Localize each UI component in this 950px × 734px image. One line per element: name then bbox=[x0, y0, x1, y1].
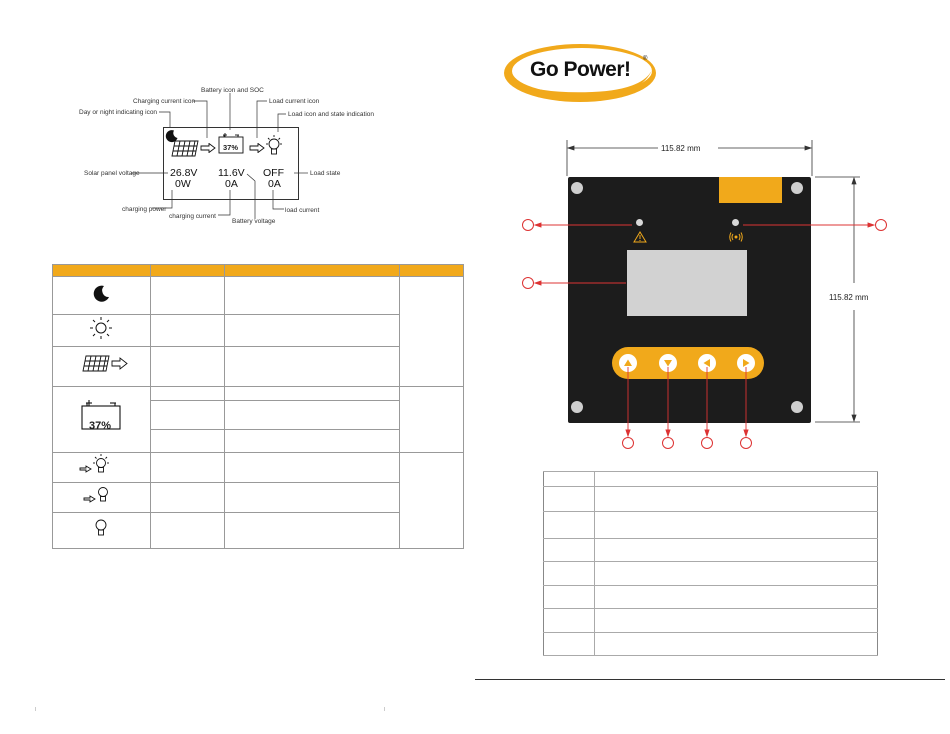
width-dimension-line bbox=[566, 140, 813, 176]
battery-icon bbox=[81, 400, 121, 430]
load-off-arrow-icon bbox=[83, 487, 108, 503]
comm-led bbox=[732, 219, 739, 226]
label-charging-current-icon: Charging current icon bbox=[133, 98, 196, 105]
table-row bbox=[543, 471, 878, 487]
lcd-soc: 37% bbox=[223, 143, 239, 152]
table-cell-icon: 37% bbox=[52, 386, 151, 453]
arrow-right-icon bbox=[743, 359, 750, 367]
fault-led bbox=[636, 219, 643, 226]
table-row bbox=[543, 608, 878, 633]
label-load-current: load current bbox=[285, 207, 320, 214]
arrow-up-icon bbox=[624, 359, 632, 366]
table-cell-icon bbox=[52, 346, 151, 387]
lcd-battery-voltage: 11.6V bbox=[218, 167, 245, 179]
table-row bbox=[52, 314, 464, 347]
table-row bbox=[543, 538, 878, 562]
table-row bbox=[52, 346, 464, 387]
load-on-icon bbox=[79, 454, 109, 473]
logo-registered-mark: ® bbox=[643, 56, 648, 62]
callout-circle bbox=[701, 437, 713, 449]
table-row bbox=[52, 452, 464, 549]
callout-circle bbox=[740, 437, 752, 449]
arrow-down-icon bbox=[664, 360, 672, 367]
table-row bbox=[543, 511, 878, 539]
table-cell-icon bbox=[52, 482, 151, 513]
load-arrow-icon bbox=[249, 143, 265, 153]
table-row bbox=[543, 486, 878, 512]
go-power-logo bbox=[504, 44, 656, 102]
sun-icon bbox=[90, 317, 112, 339]
screw-hole bbox=[571, 401, 583, 413]
bulb-off-icon bbox=[95, 519, 107, 536]
table-header-row bbox=[52, 264, 464, 277]
icon-description-table: 37% bbox=[52, 264, 464, 549]
callout-circle bbox=[662, 437, 674, 449]
label-battery-voltage: Battery voltage bbox=[232, 218, 276, 225]
lcd-load-current: 0A bbox=[268, 178, 281, 190]
table-row bbox=[543, 561, 878, 586]
solar-panel-icon bbox=[171, 140, 199, 157]
table-cell-icon bbox=[52, 512, 151, 549]
table-row bbox=[52, 276, 464, 387]
page-mark bbox=[384, 707, 385, 711]
label-day-night-icon: Day or night indicating icon bbox=[79, 109, 158, 116]
label-battery-icon-soc: Battery icon and SOC bbox=[201, 87, 264, 94]
lcd-pv-voltage: 26.8V bbox=[170, 167, 198, 179]
moon-icon bbox=[93, 285, 109, 302]
lcd-charge-current: 0A bbox=[225, 178, 238, 190]
top-terminal-tab bbox=[719, 177, 782, 203]
table-cell-icon bbox=[52, 276, 151, 315]
label-charging-current: charging current bbox=[169, 213, 216, 220]
lcd-load-state: OFF bbox=[263, 167, 284, 179]
diagram-leader-lines bbox=[131, 93, 308, 219]
screw-hole bbox=[791, 401, 803, 413]
arrow-left-icon bbox=[703, 359, 710, 367]
table-battery-soc: 37% bbox=[89, 420, 112, 432]
callout-circle bbox=[522, 277, 534, 289]
warning-icon bbox=[633, 231, 647, 243]
label-load-state: Load state bbox=[310, 170, 341, 177]
footer-rule bbox=[475, 679, 945, 680]
solar-charging-icon bbox=[82, 355, 128, 372]
callout-circle bbox=[622, 437, 634, 449]
table-row: 37% bbox=[52, 386, 464, 453]
battery-icon bbox=[218, 133, 244, 154]
lcd-pv-power: 0W bbox=[175, 178, 191, 190]
table-row bbox=[52, 512, 464, 549]
component-table bbox=[543, 471, 878, 656]
table-cell-icon bbox=[52, 314, 151, 347]
page-mark bbox=[35, 707, 36, 711]
label-charging-power: charging power bbox=[122, 206, 167, 213]
callout-circle bbox=[875, 219, 887, 231]
callout-leader-lines bbox=[533, 222, 876, 438]
screw-hole bbox=[571, 182, 583, 194]
table-row bbox=[543, 632, 878, 656]
table-row bbox=[543, 585, 878, 609]
width-dimension-label: 115.82 mm bbox=[661, 144, 701, 153]
lcd-illustration bbox=[163, 127, 299, 200]
wireless-icon bbox=[729, 232, 743, 242]
lcd-screen bbox=[627, 250, 747, 316]
screw-hole bbox=[791, 182, 803, 194]
logo-text: Go Power! bbox=[530, 58, 631, 81]
callout-circle bbox=[522, 219, 534, 231]
moon-icon bbox=[165, 130, 178, 143]
table-cell-icon bbox=[52, 452, 151, 483]
table-row bbox=[53, 428, 464, 454]
charge-arrow-icon bbox=[200, 143, 216, 153]
height-dimension-line bbox=[815, 176, 860, 423]
label-load-icon-state: Load icon and state indication bbox=[288, 111, 375, 118]
label-solar-panel-voltage: Solar panel voltage bbox=[84, 170, 140, 177]
table-row bbox=[52, 482, 464, 513]
table-row bbox=[53, 399, 464, 430]
height-dimension-label: 115.82 mm bbox=[829, 293, 869, 302]
label-load-current-icon: Load current icon bbox=[269, 98, 320, 105]
bulb-on-icon bbox=[266, 135, 282, 155]
